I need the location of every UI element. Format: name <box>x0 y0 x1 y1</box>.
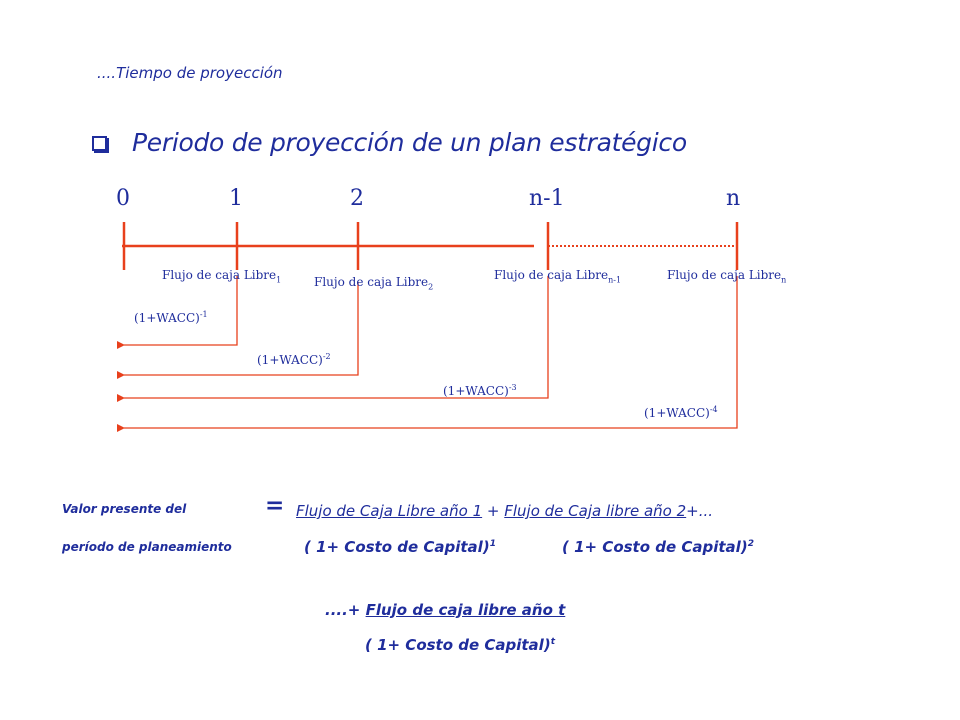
formula-lhs-line2: período de planeamiento <box>62 540 232 554</box>
formula-denominator-3: ( 1+ Costo de Capital)t <box>365 636 555 654</box>
checkbox-bullet-icon <box>92 136 107 151</box>
tick-label-n-1: n-1 <box>529 186 565 211</box>
flow-label-n-1: Flujo de caja Libren-1 <box>494 268 622 285</box>
formula-denominator-2: ( 1+ Costo de Capital)2 <box>562 538 754 556</box>
discount-label-2: (1+WACC)-2 <box>257 352 331 367</box>
discount-arrow-4 <box>117 276 738 432</box>
discount-label-4: (1+WACC)-4 <box>644 405 718 420</box>
discount-arrow-1 <box>117 276 238 349</box>
formula-numerator-row-1: Flujo de Caja Libre año 1 + Flujo de Caj… <box>296 502 714 520</box>
formula-denominator-1: ( 1+ Costo de Capital)1 <box>304 538 496 556</box>
discount-arrow-2 <box>117 282 359 379</box>
discount-arrow-3 <box>117 276 549 402</box>
flow-label-1: Flujo de caja Libre1 <box>162 268 282 285</box>
discount-label-3: (1+WACC)-3 <box>443 383 517 398</box>
formula-numerator-1: Flujo de Caja Libre año 1 <box>296 502 483 520</box>
formula-numerator-2: Flujo de Caja libre año 2 <box>504 502 687 520</box>
flow-label-2: Flujo de caja Libre2 <box>314 275 434 292</box>
formula-numerator-row-3: ....+ Flujo de caja libre año t <box>325 601 566 619</box>
flow-label-n: Flujo de caja Libren <box>667 268 787 285</box>
formula-equals: = <box>265 493 285 519</box>
tick-label-2: 2 <box>350 186 364 211</box>
tick-label-0: 0 <box>116 186 130 211</box>
formula-numerator-3: Flujo de caja libre año t <box>365 601 566 619</box>
slide-heading: Periodo de proyección de un plan estraté… <box>132 128 687 157</box>
formula-lhs-line1: Valor presente del <box>62 502 187 516</box>
slide-subtitle: ....Tiempo de proyección <box>97 64 283 82</box>
tick-label-n: n <box>726 186 741 211</box>
discount-label-1: (1+WACC)-1 <box>134 310 208 325</box>
tick-label-1: 1 <box>229 186 243 211</box>
